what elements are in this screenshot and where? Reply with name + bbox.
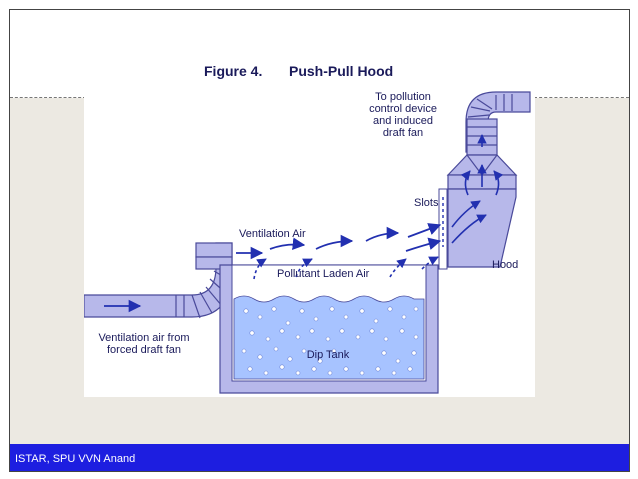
ventilation-from-label-line2: forced draft fan: [107, 344, 181, 356]
ventilation-air-label: Ventilation Air: [239, 228, 306, 240]
slide: Figure 4. Push-Pull Hood To pollution co…: [9, 9, 630, 472]
divider-left: [10, 97, 86, 98]
hood-updraft-arrows: [460, 134, 504, 196]
push-pull-hood-figure: Figure 4. Push-Pull Hood To pollution co…: [83, 47, 535, 397]
destination-label-line4: draft fan: [383, 127, 423, 139]
push-air-arrows: [104, 223, 442, 313]
destination-label-line2: control device: [369, 103, 437, 115]
supply-duct: [83, 242, 233, 319]
slide-footer: ISTAR, SPU VVN Anand: [10, 444, 629, 471]
dip-tank-label: Dip Tank: [307, 349, 350, 361]
ventilation-from-label-line1: Ventilation air from: [98, 332, 189, 344]
divider-right: [534, 97, 629, 98]
pull-air-arrows: [451, 200, 487, 244]
slots-label: Slots: [414, 197, 439, 209]
footer-text: ISTAR, SPU VVN Anand: [15, 453, 136, 465]
pollutant-laden-air-label: Pollutant Laden Air: [277, 268, 370, 280]
figure-title: Push-Pull Hood: [289, 63, 393, 79]
dip-tank: [219, 264, 439, 394]
hood-label: Hood: [492, 259, 518, 271]
destination-label-line3: and induced: [373, 115, 433, 127]
figure-svg: Figure 4. Push-Pull Hood To pollution co…: [83, 47, 535, 397]
liquid-bubbles: [241, 306, 419, 376]
destination-label-line1: To pollution: [375, 91, 431, 103]
pollutant-rising-arrows: [253, 256, 439, 280]
figure-number: Figure 4.: [204, 63, 262, 79]
